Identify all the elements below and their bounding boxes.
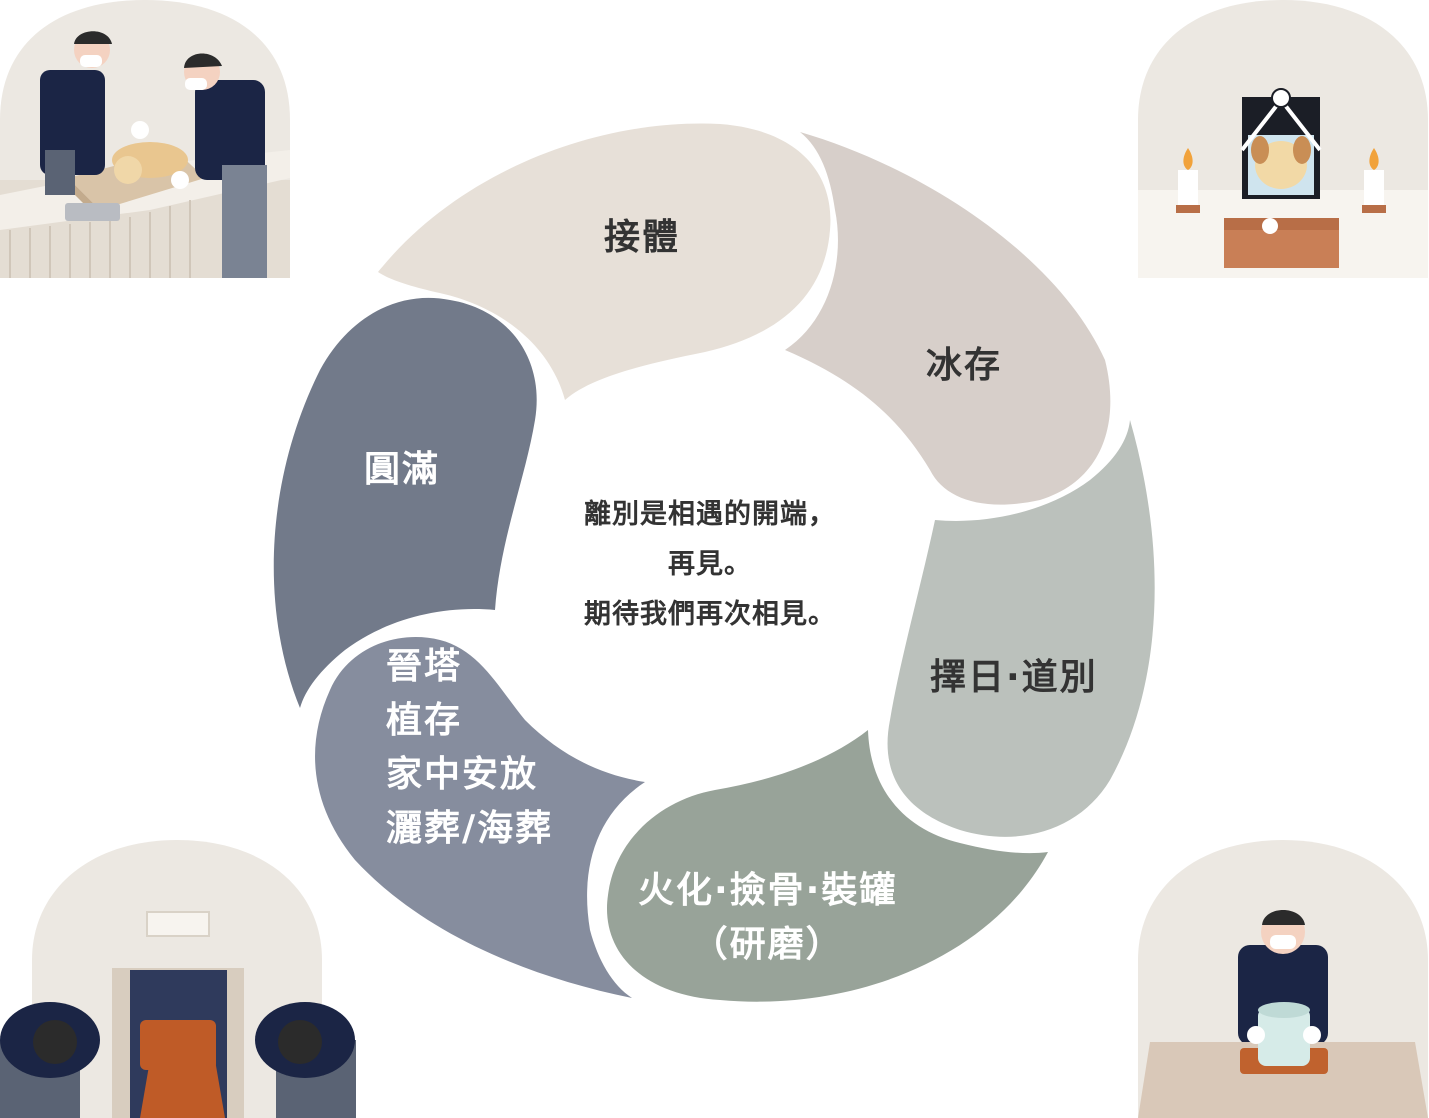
- step-label-cremation-line-1: 火化·撿骨·裝罐: [638, 870, 898, 911]
- urn-handover-illustration: [1138, 840, 1428, 1118]
- step-label-placement-line-1: 晉塔: [386, 646, 463, 687]
- step-label-receive: 接體: [604, 217, 681, 258]
- step-label-placement-line-4: 灑葬/海葬: [386, 808, 554, 849]
- segment-cremation[interactable]: [606, 730, 1048, 1002]
- cremation-farewell-illustration: [0, 840, 356, 1118]
- step-label-cremation: 火化·撿骨·裝罐 （研磨）: [638, 864, 897, 972]
- step-label-cold-storage: 冰存: [926, 345, 1003, 386]
- segment-farewell[interactable]: [887, 420, 1155, 837]
- step-label-cremation-line-2: （研磨）: [691, 924, 844, 965]
- step-label-placement-line-3: 家中安放: [386, 754, 539, 795]
- step-label-completion: 圓滿: [364, 449, 441, 490]
- staff-receiving-pet-illustration: [0, 0, 290, 278]
- segment-completion[interactable]: [273, 297, 537, 708]
- center-message-line-1: 離別是相遇的開端，: [584, 499, 836, 530]
- step-label-placement: 晉塔 植存 家中安放 灑葬/海葬: [386, 640, 553, 856]
- segment-placement[interactable]: [315, 637, 645, 998]
- step-label-farewell: 擇日·道別: [930, 657, 1098, 698]
- segment-receive[interactable]: [378, 123, 831, 400]
- center-message-line-3: 期待我們再次相見。: [584, 599, 836, 630]
- cycle-ring: [273, 123, 1155, 1002]
- center-message-line-2: 再見。: [668, 549, 752, 580]
- segment-cold-storage[interactable]: [785, 132, 1111, 505]
- step-label-placement-line-2: 植存: [386, 700, 463, 741]
- pet-memorial-altar-illustration: [1138, 0, 1428, 278]
- center-message: 離別是相遇的開端， 再見。 期待我們再次相見。: [500, 490, 920, 640]
